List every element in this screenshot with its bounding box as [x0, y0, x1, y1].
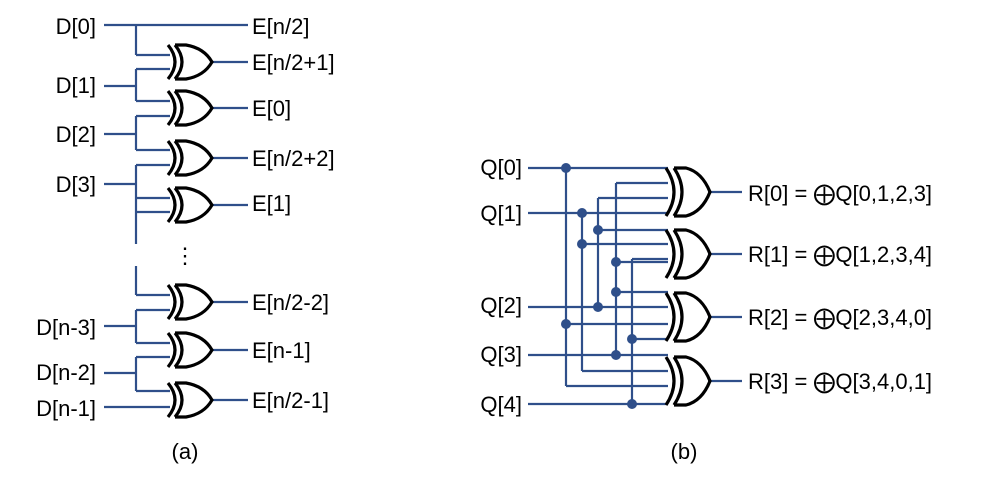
input-label-dn3: D[n-3]	[36, 315, 96, 340]
caption-b: (b)	[671, 439, 698, 464]
input-label-q4: Q[4]	[480, 392, 522, 417]
input-label-q0: Q[0]	[480, 155, 522, 180]
junction-dot	[577, 208, 587, 218]
input-label-dn1: D[n-1]	[36, 396, 96, 421]
junction-dot	[611, 287, 621, 297]
xor-gate-a3	[166, 139, 214, 177]
input-label-dn2: D[n-2]	[36, 360, 96, 385]
output-label-r3: R[3] = ⨁Q[3,4,0,1]	[748, 369, 932, 394]
input-label-d1: D[1]	[56, 73, 96, 98]
output-label-en1: E[n-1]	[252, 338, 311, 363]
input-label-d2: D[2]	[56, 122, 96, 147]
xor-gate-a5	[166, 283, 214, 321]
xor-gate-a1	[166, 43, 214, 81]
xor-gate-b2	[664, 291, 712, 343]
junction-dot	[561, 163, 571, 173]
input-label-q1: Q[1]	[480, 201, 522, 226]
junction-dot	[593, 302, 603, 312]
output-label-e-n2m1: E[n/2-1]	[252, 388, 329, 413]
panel-b-wires	[528, 166, 742, 406]
panel-a-wires	[104, 23, 248, 409]
ellipsis: ⋮	[174, 243, 196, 268]
junction-dot	[577, 239, 587, 249]
input-label-q2: Q[2]	[480, 293, 522, 318]
xor-gate-b0	[664, 166, 712, 218]
xor-gate-b3	[664, 355, 712, 407]
output-label-r0: R[0] = ⨁Q[0,1,2,3]	[748, 181, 932, 206]
junction-dot	[593, 225, 603, 235]
junction-dots	[561, 163, 637, 409]
junction-dot	[627, 334, 637, 344]
output-label-e-n2: E[n/2]	[252, 14, 309, 39]
output-label-e-n2p2: E[n/2+2]	[252, 146, 335, 171]
output-label-r2: R[2] = ⨁Q[2,3,4,0]	[748, 305, 932, 330]
junction-dot	[627, 399, 637, 409]
junction-dot	[611, 350, 621, 360]
xor-gate-a4	[166, 186, 214, 224]
output-label-e1: E[1]	[252, 191, 291, 216]
input-label-d0: D[0]	[56, 14, 96, 39]
junction-dot	[561, 319, 571, 329]
output-label-r1: R[1] = ⨁Q[1,2,3,4]	[748, 242, 932, 267]
caption-a: (a)	[172, 439, 199, 464]
input-label-q3: Q[3]	[480, 342, 522, 367]
panel-a: D[0] D[1] D[2] D[3] D[n-3] D[n-2] D[n-1]…	[36, 14, 335, 464]
input-label-d3: D[3]	[56, 172, 96, 197]
output-label-e-n2p1: E[n/2+1]	[252, 50, 335, 75]
xor-gate-a7	[166, 381, 214, 419]
xor-gate-b1	[664, 228, 712, 280]
panel-b: Q[0] Q[1] Q[2] Q[3] Q[4] R[0] = ⨁Q[0,1,2…	[480, 155, 932, 464]
xor-gate-a6	[166, 331, 214, 369]
output-label-e-n2m2: E[n/2-2]	[252, 290, 329, 315]
junction-dot	[611, 257, 621, 267]
xor-gate-a2	[166, 89, 214, 127]
output-label-e0: E[0]	[252, 96, 291, 121]
